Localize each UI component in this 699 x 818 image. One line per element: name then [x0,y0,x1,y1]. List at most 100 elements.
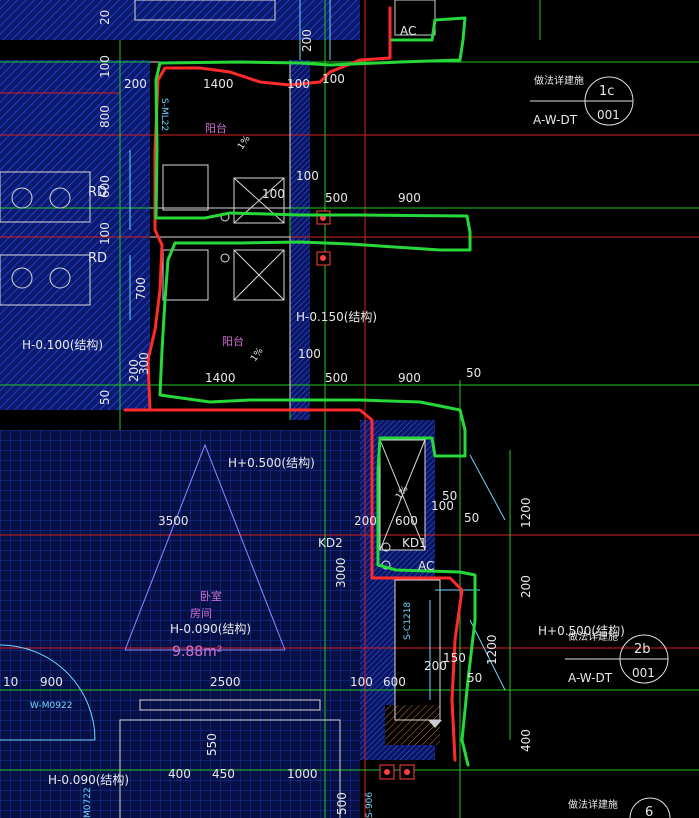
green-markup [154,16,477,767]
kd1-label: KD1 [402,536,427,550]
window-tag: S-C1218 [403,602,413,640]
dim-text: 200 [519,575,533,598]
ac-lower-void [395,580,440,720]
door-arcs [0,454,506,741]
dim-text: 3000 [334,557,348,588]
callout-note: 做法详建施 [534,74,584,87]
callout-ref: A-W-DT [533,113,578,127]
ac-label: AC [400,24,416,38]
markup-strokes [123,6,477,767]
plan-labels: AC AC RD RD KD1 KD2 阳台 阳台 卧室 房间 9.88m² H… [22,24,625,818]
callout-circles [530,76,671,818]
dim-text: 200 [127,359,141,382]
dim-text: 100 [298,347,321,361]
detail-lines [129,0,480,700]
balcony-void [150,60,290,420]
kd2-label: KD2 [318,536,343,550]
dim-text: 100 [322,72,345,86]
elevation-label: H-0.090(结构) [48,772,129,787]
dim-text: 300 [137,352,151,375]
callout-note: 做法详建施 [568,630,618,643]
dim-text: 50 [442,489,457,503]
rd-label: RD [88,251,107,266]
dim-text: 20 [98,10,112,25]
dim-text: 1400 [205,371,236,385]
callout-ref: A-W-DT [568,671,613,685]
dim-text: 500 [325,371,348,385]
room-name-bedroom: 卧室 [200,589,222,603]
elevation-label: H-0.100(结构) [22,337,103,352]
dim-text: 50 [467,671,482,685]
dim-text: 100 [287,77,310,91]
dim-text: 150 [443,651,466,665]
dim-text: 10 [3,675,18,689]
room-name: 房间 [190,607,212,620]
dim-text: 900 [398,371,421,385]
dim-text: 400 [168,767,191,781]
dim-text: 200 [300,29,314,52]
dim-text: 100 [296,169,319,183]
dim-text: 100 [98,222,112,245]
dim-text: 900 [398,191,421,205]
dim-text: 100 [431,499,454,513]
dim-text: 800 [98,105,112,128]
elevation-label: H+0.500(结构) [228,455,315,470]
dim-text: 600 [395,514,418,528]
dim-text: 450 [212,767,235,781]
orange-hatch [385,705,440,745]
dim-text: 200 [424,659,447,673]
dim-text: 1200 [485,634,499,665]
wall-outlines [0,0,441,818]
dimension-texts: 200 200 1400 100 100 100 800 500 900 100… [3,10,533,815]
dim-text: 2500 [210,675,241,689]
door-tag: M0722 [83,787,93,818]
window-tag: S-906 [365,792,375,818]
dim-text: 700 [134,277,148,300]
dim-text: 600 [383,675,406,689]
dim-text: 1000 [287,767,318,781]
dim-text: 500 [325,191,348,205]
room-name-balcony: 阳台 [222,334,244,348]
dim-text: 50 [466,366,481,380]
callout-3-circle [629,797,671,818]
hatch-regions [0,0,440,818]
red-markup-lower [148,408,464,762]
dim-text: 550 [205,733,219,756]
callouts: 做法详建施 A-W-DT 1c 001 做法详建施 A-W-DT 2b 001 … [533,74,655,818]
dim-text: 900 [40,675,63,689]
dim-text: 200 [124,77,147,91]
callout-number: 2b [634,642,651,657]
callout-number: 1c [599,84,614,99]
callout-sheet: 001 [597,108,620,122]
callout-note: 做法详建施 [568,798,618,811]
dim-text: 500 [335,792,349,815]
elevation-label: H-0.090(结构) [170,621,251,636]
room-area: 9.88m² [172,644,222,660]
ac-label: AC [418,559,434,573]
dim-text: 1200 [519,497,533,528]
dim-text: 100 [98,55,112,78]
bathroom-floor-grid [100,720,350,818]
room-name-balcony: 阳台 [205,121,227,135]
dim-text: 3500 [158,514,189,528]
rd-label: RD [88,185,107,200]
dim-text: 1400 [203,77,234,91]
ac-top-box [394,0,436,36]
callout-sheet: 001 [632,666,655,680]
elevation-label: H+0.500(结构) [538,623,625,638]
dim-text: 600 [98,175,112,198]
elevation-label: H-0.150(结构) [296,309,377,324]
door-tag: W-M0922 [30,701,72,711]
dim-text: 50 [464,511,479,525]
dim-text: 50 [98,390,112,405]
red-markup-upper [123,6,392,412]
dim-text: 100 [262,187,285,201]
dim-text: 100 [350,675,373,689]
window-tag: S-ML22 [159,98,169,131]
callout-number: 6 [645,805,653,818]
balcony-wall-hatch [290,60,310,420]
dim-text: 200 [354,514,377,528]
